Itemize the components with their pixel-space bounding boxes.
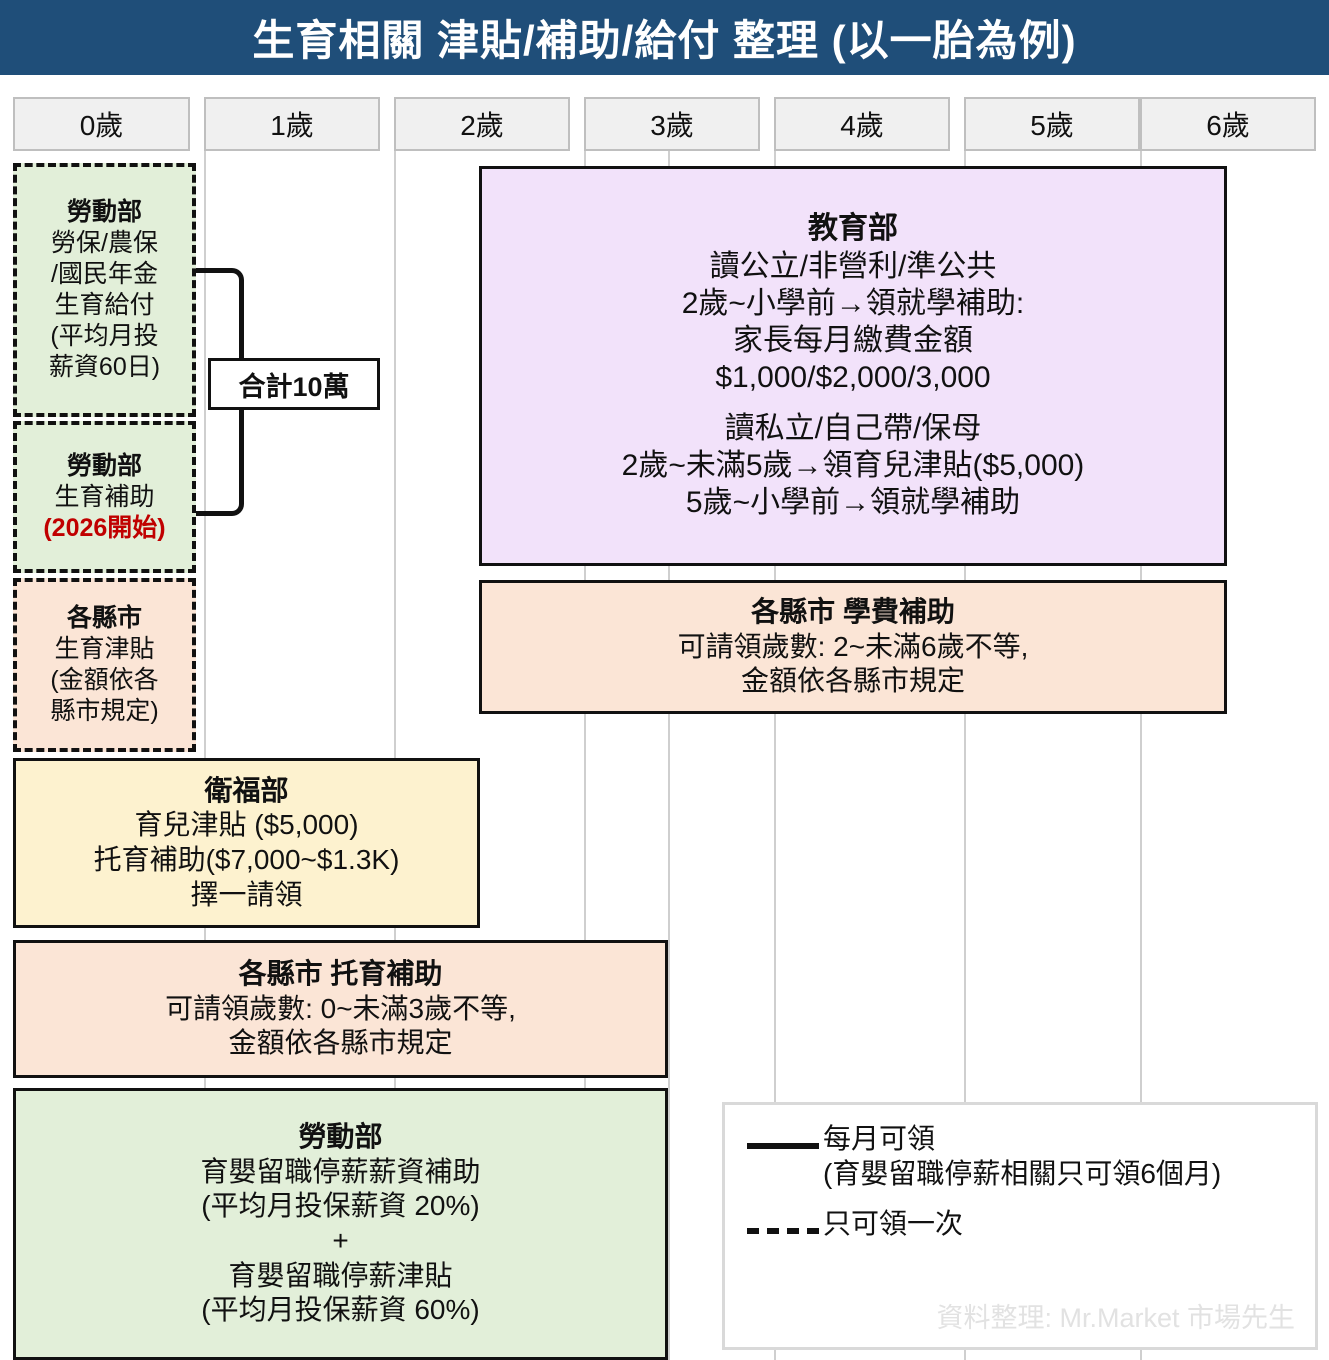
legend-text-once: 只可領一次 — [823, 1206, 963, 1241]
total-amount-label: 合計10萬 — [208, 358, 380, 410]
legend-line: 每月可領 — [823, 1123, 936, 1154]
box-line: 勞動部 — [66, 451, 142, 480]
legend-line: 只可領一次 — [823, 1207, 964, 1239]
age-header-5: 5歲 — [964, 97, 1140, 151]
box-line: 5歲~小學前→領就學補助 — [685, 486, 1021, 520]
box-moe[interactable]: 教育部 讀公立/非營利/準公共 2歲~小學前→領就學補助: 家長每月繳費金額 $… — [479, 166, 1227, 566]
box-line: 生育給付 — [54, 291, 155, 319]
legend-line: (育嬰留職停薪相關只可領6個月) — [823, 1158, 1222, 1190]
box-line: 育兒津貼 ($5,000) — [134, 809, 359, 841]
age-header-1: 1歲 — [204, 97, 380, 151]
age-header-0: 0歲 — [13, 97, 190, 151]
dashed-line-icon — [743, 1206, 823, 1234]
legend-text-monthly: 每月可領 (育嬰留職停薪相關只可領6個月) — [823, 1121, 1221, 1192]
box-labor-birth-payment[interactable]: 勞動部 勞保/農保 /國民年金 生育給付 (平均月投 薪資60日) — [13, 163, 196, 417]
gridline-1yr — [204, 151, 206, 1360]
title-bar: 生育相關 津貼/補助/給付 整理 (以一胎為例) — [0, 0, 1329, 75]
gridline-3yr-b — [668, 151, 670, 1360]
box-line: 教育部 — [808, 212, 898, 246]
gridline-4yr — [774, 151, 776, 1360]
legend-panel: 每月可領 (育嬰留職停薪相關只可領6個月) 只可領一次 資料整理: Mr.Mar… — [722, 1102, 1318, 1350]
age-header-4: 4歲 — [774, 97, 950, 151]
gridline-3yr — [584, 151, 586, 1360]
box-line: 生育津貼 — [54, 635, 155, 663]
age-header-6: 6歲 — [1140, 97, 1316, 151]
gridline-6yr — [1140, 151, 1142, 1360]
box-line: 家長每月繳費金額 — [733, 324, 973, 358]
box-county-tuition-subsidy[interactable]: 各縣市 學費補助 可請領歲數: 2~未滿6歲不等, 金額依各縣市規定 — [479, 580, 1227, 714]
box-line: 2歲~小學前→領就學補助: — [681, 286, 1025, 320]
age-header-label: 1歲 — [270, 110, 314, 141]
box-line: (平均月投 — [50, 322, 159, 350]
box-line: 勞保/農保 — [51, 229, 158, 257]
box-line: 勞動部 — [66, 198, 142, 226]
age-header-label: 0歲 — [79, 110, 124, 141]
page-title: 生育相關 津貼/補助/給付 整理 (以一胎為例) — [252, 17, 1077, 64]
box-line: 讀私立/自己帶/保母 — [724, 411, 982, 445]
box-county-birth-allowance[interactable]: 各縣市 生育津貼 (金額依各 縣市規定) — [13, 578, 196, 752]
box-line: 勞動部 — [298, 1120, 383, 1152]
age-header-2: 2歲 — [394, 97, 570, 151]
box-line: 2歲~未滿5歲→領育兒津貼($5,000) — [621, 449, 1085, 483]
legend-row-monthly: 每月可領 (育嬰留職停薪相關只可領6個月) — [743, 1121, 1297, 1192]
age-header-label: 4歲 — [840, 110, 884, 141]
box-line: + — [332, 1225, 349, 1256]
box-line: 讀公立/非營利/準公共 — [709, 249, 997, 283]
box-line: $1,000/$2,000/3,000 — [715, 361, 991, 395]
box-line: 各縣市 學費補助 — [751, 595, 955, 627]
box-line: 薪資60日) — [48, 353, 161, 381]
box-mohw[interactable]: 衛福部 育兒津貼 ($5,000) 托育補助($7,000~$1.3K) 擇一請… — [13, 758, 480, 928]
box-line: 育嬰留職停薪薪資補助 — [200, 1155, 481, 1187]
box-line: 縣市規定) — [50, 697, 159, 725]
box-line: (平均月投保薪資 60%) — [201, 1294, 480, 1326]
box-line: 衛福部 — [204, 774, 289, 806]
box-line-highlight: (2026開始) — [43, 513, 166, 542]
solid-line-icon — [743, 1121, 823, 1149]
box-line: 可請領歲數: 0~未滿3歲不等, — [165, 992, 516, 1024]
box-line: 可請領歲數: 2~未滿6歲不等, — [677, 630, 1029, 662]
age-header-label: 5歲 — [1030, 110, 1074, 141]
box-labor-birth-subsidy[interactable]: 勞動部 生育補助 (2026開始) — [13, 421, 196, 573]
box-line: /國民年金 — [51, 260, 158, 288]
gridline-2yr — [394, 151, 396, 1360]
age-header-label: 2歲 — [460, 110, 504, 141]
box-line: 生育補助 — [54, 482, 155, 511]
box-line: 擇一請領 — [190, 878, 303, 910]
box-line: 各縣市 — [66, 604, 142, 632]
box-line: 金額依各縣市規定 — [740, 665, 965, 697]
box-line: (金額依各 — [50, 666, 159, 694]
box-line: 金額依各縣市規定 — [228, 1027, 453, 1059]
box-line: 育嬰留職停薪津貼 — [228, 1259, 453, 1291]
age-header-3: 3歲 — [584, 97, 760, 151]
box-county-childcare-subsidy[interactable]: 各縣市 托育補助 可請領歲數: 0~未滿3歲不等, 金額依各縣市規定 — [13, 940, 668, 1078]
box-line: 各縣市 托育補助 — [238, 957, 443, 989]
box-line: (平均月投保薪資 20%) — [201, 1190, 480, 1222]
age-header-label: 3歲 — [650, 110, 694, 141]
source-credit: 資料整理: Mr.Market 市場先生 — [936, 1303, 1295, 1333]
box-line: 托育補助($7,000~$1.3K) — [93, 844, 400, 875]
age-header-label: 6歲 — [1206, 110, 1250, 141]
box-labor-parental-leave[interactable]: 勞動部 育嬰留職停薪薪資補助 (平均月投保薪資 20%) + 育嬰留職停薪津貼 … — [13, 1088, 668, 1360]
legend-row-once: 只可領一次 — [743, 1206, 1297, 1241]
gridline-5yr — [964, 151, 966, 1360]
